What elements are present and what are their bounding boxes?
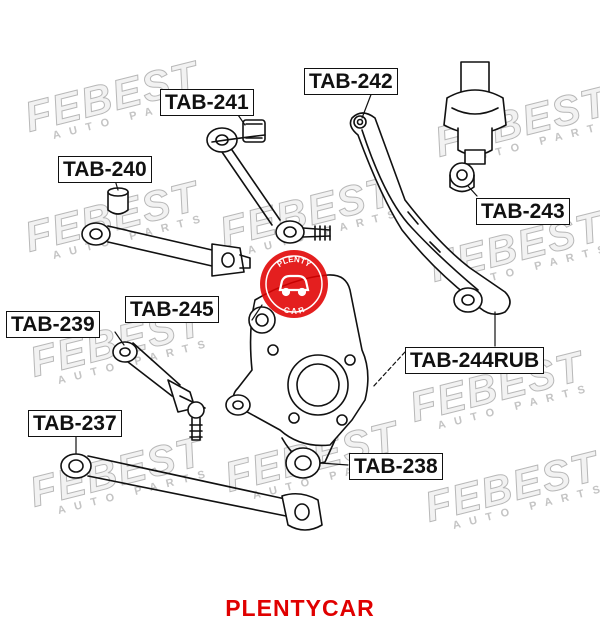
trailing-arm (349, 112, 511, 316)
svg-text:CAR: CAR (282, 305, 305, 316)
label-tab-241[interactable]: TAB-241 (160, 89, 254, 116)
label-tab-237[interactable]: TAB-237 (28, 410, 122, 437)
car-icon (278, 274, 310, 297)
logo-top-text: PLENTY (275, 255, 313, 270)
footer-brand: PLENTYCAR (225, 595, 375, 621)
plentycar-logo: PLENTY CAR (260, 250, 328, 318)
bushing-tab-238 (285, 447, 321, 479)
shock-absorber (443, 61, 507, 165)
label-tab-240[interactable]: TAB-240 (58, 156, 152, 183)
logo-bottom-text: CAR (282, 305, 305, 316)
label-tab-243[interactable]: TAB-243 (476, 198, 570, 225)
upper-arm (206, 119, 331, 244)
label-tab-244rub[interactable]: TAB-244RUB (405, 347, 545, 374)
knuckle (225, 274, 369, 465)
bushing-tab-243 (449, 162, 475, 193)
toe-link-tab-239 (112, 341, 206, 441)
label-tab-245[interactable]: TAB-245 (125, 296, 219, 323)
label-tab-239[interactable]: TAB-239 (6, 311, 100, 338)
lower-arm-tab-237 (60, 453, 323, 531)
label-tab-238[interactable]: TAB-238 (349, 453, 443, 480)
label-tab-242[interactable]: TAB-242 (304, 68, 398, 95)
lateral-link-tab-240 (81, 187, 251, 277)
svg-text:PLENTY: PLENTY (275, 255, 313, 270)
